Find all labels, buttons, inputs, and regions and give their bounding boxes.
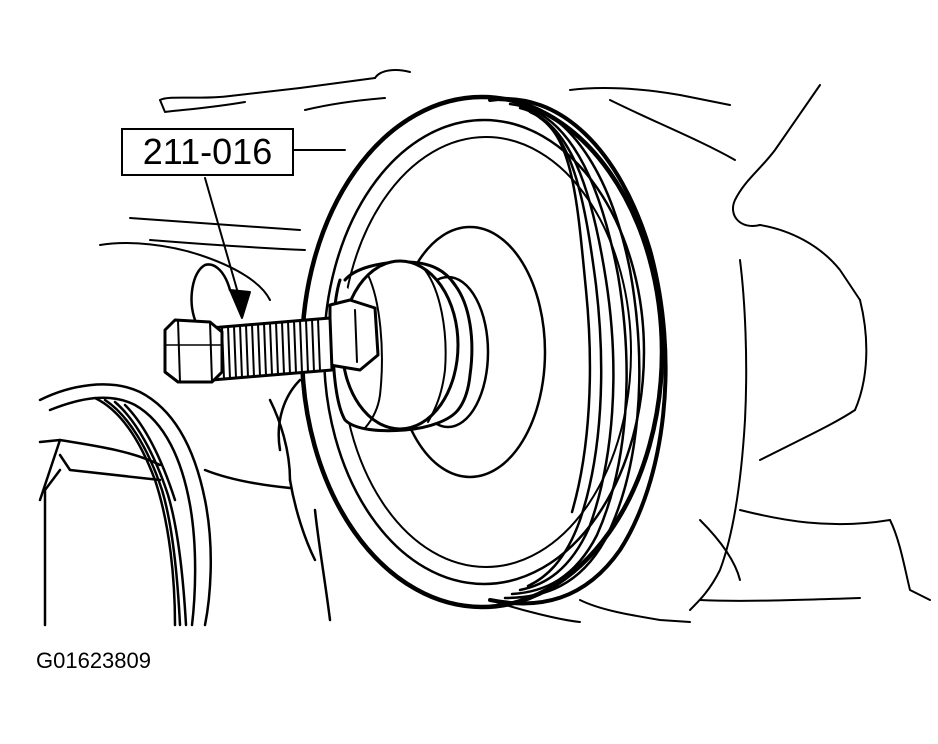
screw-hex-head [163,318,224,384]
remover-adapter [328,259,474,433]
engine-background-lines [99,69,931,623]
pulley-rear-rim [488,96,668,606]
tool-number-callout: 211-016 [121,128,294,176]
adjacent-pulley [38,378,332,627]
callout-leaders [204,149,346,319]
figure-id: G01623809 [36,648,151,673]
forcing-screw [163,263,334,384]
